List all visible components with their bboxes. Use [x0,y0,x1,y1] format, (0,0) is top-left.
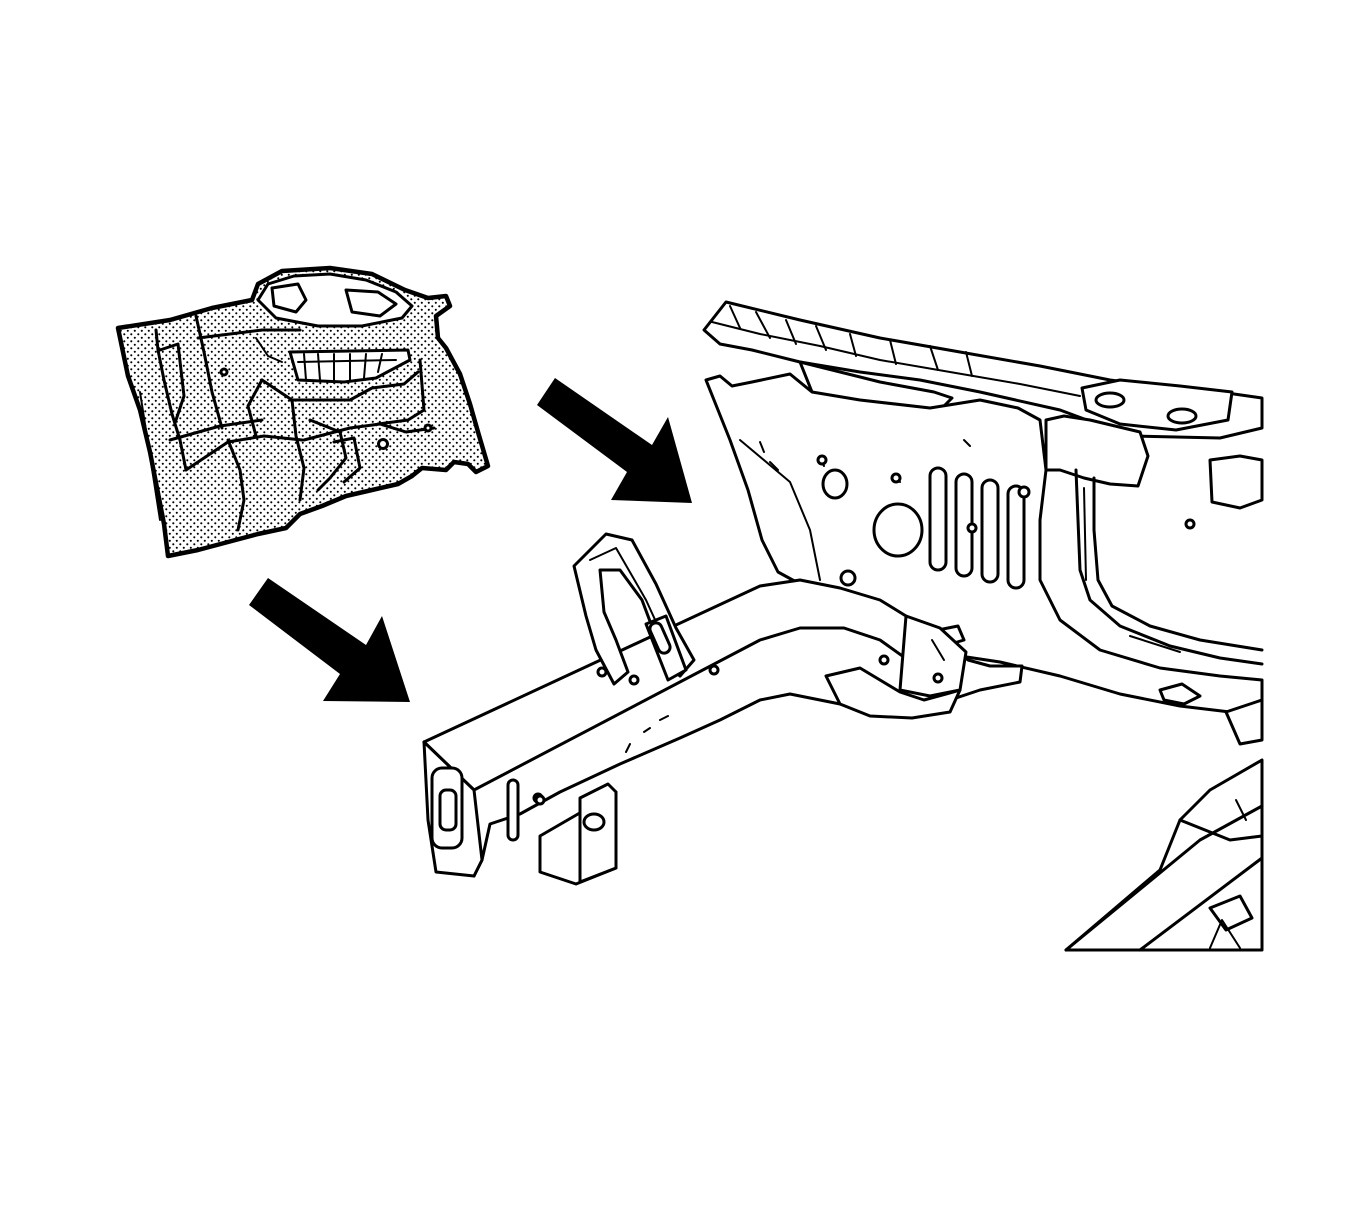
arrow-lower [249,578,410,702]
arrow-upper [537,378,692,503]
vehicle-structure [422,300,1264,952]
replacement-panel [115,265,491,559]
